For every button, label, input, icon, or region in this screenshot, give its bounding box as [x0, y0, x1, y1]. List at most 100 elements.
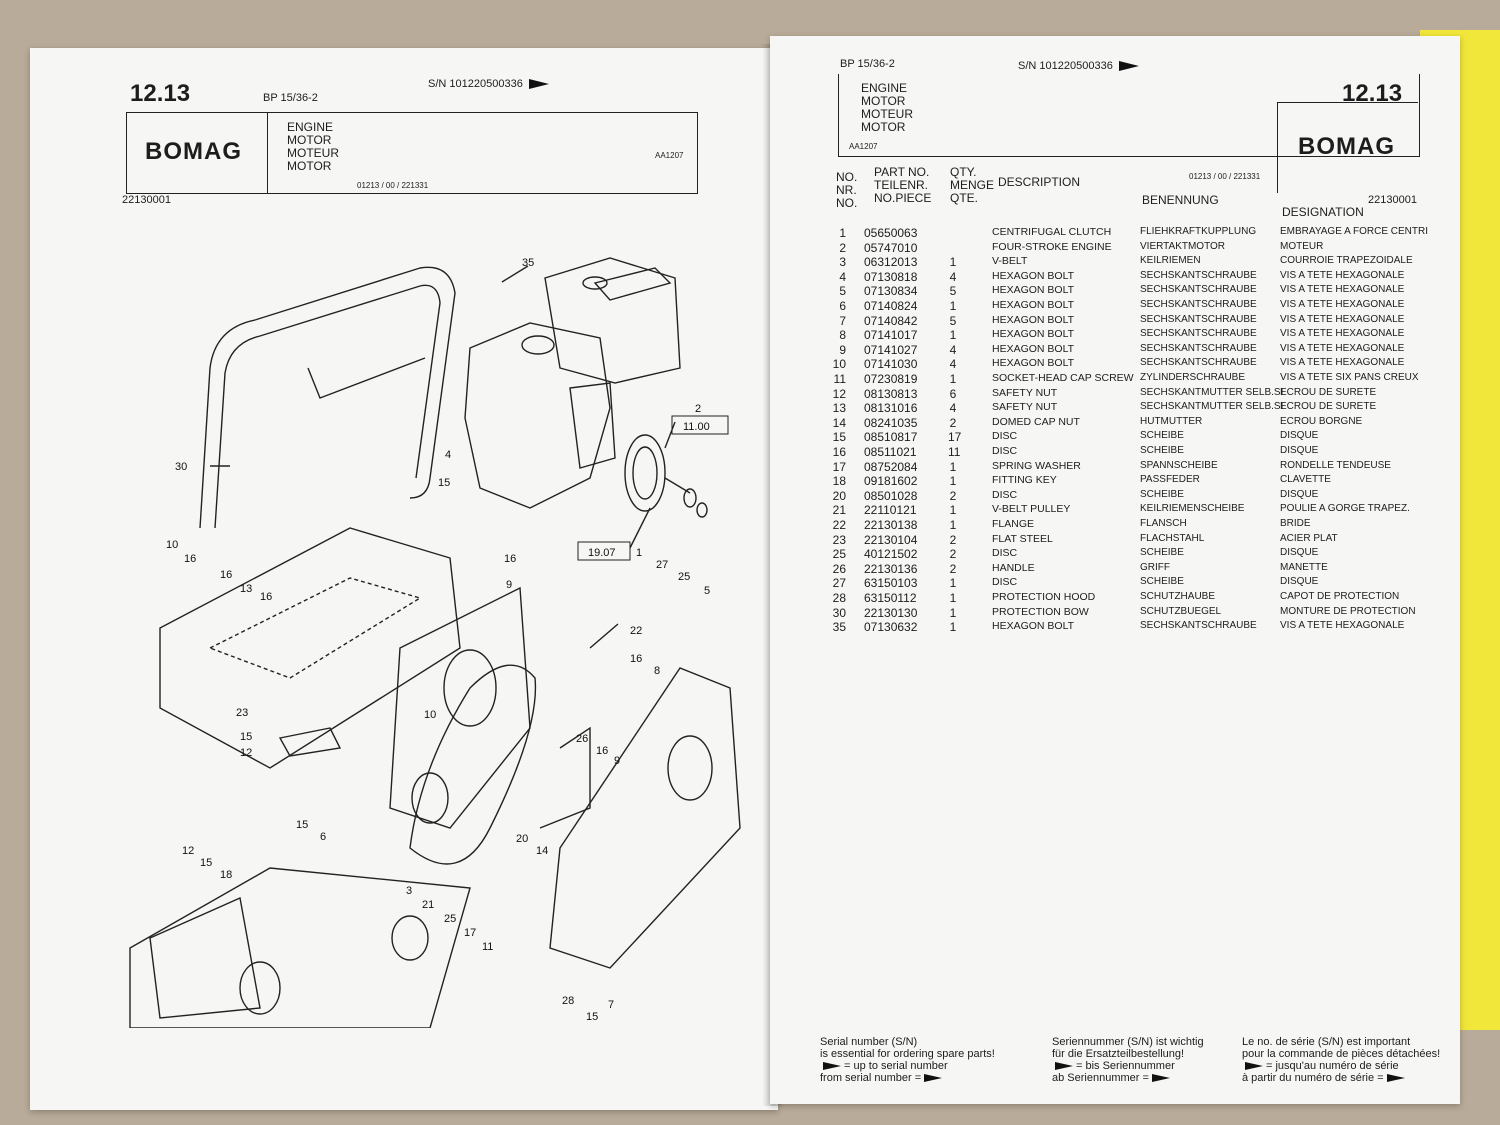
description-de: SECHSKANTMUTTER SELB.SI — [1140, 386, 1284, 398]
left-titles: ENGINE MOTOR MOTEUR MOTOR — [287, 121, 339, 173]
description-de: SECHSKANTMUTTER SELB.SI — [1140, 401, 1284, 413]
description-de: SECHSKANTSCHRAUBE — [1140, 284, 1257, 296]
callout-label: 8 — [654, 665, 660, 677]
right-titles: ENGINE MOTOR MOTEUR MOTOR — [861, 82, 913, 134]
right-brand-logo: BOMAG — [1298, 133, 1395, 160]
part-number-index: 35 — [832, 620, 846, 635]
description-de: PASSFEDER — [1140, 474, 1200, 486]
part-number: 63150112 — [864, 591, 917, 605]
exploded-parts-diagram: 35 2 11.00 30 4 15 10 16 16 13 16 16 9 1… — [129, 257, 741, 1028]
callout-label: 3 — [406, 885, 412, 897]
part-number-index: 22 — [832, 518, 846, 532]
col-header-qty: QTY. MENGE QTE. — [950, 165, 995, 205]
right-model: BP 15/36-2 — [840, 58, 895, 70]
callout-label: 25 — [678, 571, 690, 583]
description-fr: RONDELLE TENDEUSE — [1280, 459, 1391, 471]
part-number: 08511021 — [864, 445, 917, 459]
callout-label: 16 — [630, 653, 642, 665]
quantity: 1 — [949, 255, 957, 270]
description-de: GRIFF — [1140, 561, 1170, 573]
part-number: 05747010 — [864, 240, 918, 255]
part-number: 08510817 — [864, 430, 918, 445]
callout-label: 16 — [220, 569, 232, 581]
part-number: 63150103 — [864, 576, 918, 591]
description-fr: POULIE A GORGE TRAPEZ. — [1280, 503, 1410, 515]
part-number-index: 15 — [832, 430, 846, 445]
description-de: SECHSKANTSCHRAUBE — [1140, 299, 1257, 310]
title-de: MOTOR — [861, 94, 906, 108]
part-number-index: 17 — [832, 459, 846, 474]
col-header-description: DESCRIPTION — [998, 175, 1081, 189]
description-en: DISC — [992, 488, 1018, 501]
description-de: ZYLINDERSCHRAUBE — [1140, 372, 1246, 383]
description-en: DISC — [992, 576, 1018, 589]
part-number-index: 11 — [833, 372, 846, 386]
description-de: HUTMUTTER — [1140, 415, 1203, 427]
callout-label: 10 — [424, 709, 436, 721]
callout-label: 9 — [614, 755, 620, 767]
description-en: SAFETY NUT — [992, 386, 1058, 399]
callout-label: 4 — [445, 449, 451, 461]
description-en: SPRING WASHER — [992, 459, 1081, 472]
left-brand-logo: BOMAG — [145, 138, 242, 165]
col-header-part: PART NO. TEILENR. NO.PIECE — [874, 165, 932, 205]
up-to-arrow-icon — [1055, 1062, 1073, 1071]
description-de: SECHSKANTSCHRAUBE — [1140, 269, 1257, 281]
description-fr: EMBRAYAGE A FORCE CENTRI — [1280, 226, 1428, 237]
description-en: HEXAGON BOLT — [992, 269, 1075, 282]
callout-label: 6 — [320, 831, 326, 843]
quantity: 5 — [949, 313, 957, 328]
description-fr: VIS A TETE HEXAGONALE — [1280, 328, 1405, 340]
callout-label: 16 — [184, 553, 196, 565]
quantity: 1 — [949, 299, 957, 313]
part-number-index: 13 — [832, 401, 846, 416]
callout-label: 12 — [182, 845, 194, 857]
description-de: SPANNSCHEIBE — [1140, 459, 1218, 471]
quantity: 4 — [949, 357, 957, 372]
quantity: 2 — [949, 488, 957, 503]
from-arrow-icon — [1151, 1074, 1170, 1083]
part-number: 07130632 — [864, 620, 918, 635]
description-fr: VIS A TETE HEXAGONALE — [1280, 620, 1405, 632]
part-number-index: 4 — [839, 269, 846, 284]
callout-label: 27 — [656, 559, 668, 571]
quantity: 2 — [949, 547, 957, 562]
callout-label: 15 — [438, 477, 450, 489]
callout-label: 28 — [562, 995, 574, 1007]
callout-label: 30 — [175, 461, 187, 473]
description-en: PROTECTION HOOD — [992, 591, 1096, 603]
callout-label: 11 — [482, 941, 493, 953]
callout-label: 35 — [522, 257, 534, 269]
description-fr: MOTEUR — [1280, 240, 1324, 252]
description-en: HEXAGON BOLT — [992, 620, 1075, 633]
description-en: HEXAGON BOLT — [992, 328, 1075, 341]
part-number: 09181602 — [864, 474, 918, 489]
description-en: DISC — [992, 430, 1018, 443]
title-en: ENGINE — [861, 81, 908, 95]
callout-label: 7 — [608, 999, 614, 1011]
part-number: 07140842 — [864, 313, 918, 328]
description-fr: VIS A TETE HEXAGONALE — [1280, 313, 1405, 325]
part-number-index: 30 — [832, 605, 846, 620]
part-number: 22130136 — [864, 561, 918, 576]
callout-label: 18 — [220, 869, 232, 881]
part-number: 08752084 — [864, 459, 918, 474]
description-en: PROTECTION BOW — [992, 605, 1089, 618]
quantity: 1 — [949, 605, 957, 620]
right-drawing-code: AA1207 — [849, 142, 878, 151]
part-number-index: 18 — [832, 474, 846, 489]
quantity: 1 — [949, 503, 957, 518]
part-number-index: 27 — [832, 576, 846, 591]
callout-label: 16 — [596, 745, 608, 757]
right-brand-cell: BOMAG — [1277, 102, 1418, 193]
part-number: 07130818 — [864, 269, 918, 284]
description-de: SCHEIBE — [1140, 488, 1184, 500]
description-en: V-BELT — [992, 255, 1028, 268]
up-to-arrow-icon — [1245, 1062, 1263, 1071]
part-number-index: 28 — [832, 591, 846, 605]
description-en: DISC — [992, 445, 1018, 457]
part-number: 07141030 — [864, 357, 918, 372]
title-nl: MOTOR — [861, 120, 906, 134]
callout-label: 16 — [504, 553, 516, 565]
left-footer-code: 01213 / 00 / 221331 — [357, 181, 429, 190]
